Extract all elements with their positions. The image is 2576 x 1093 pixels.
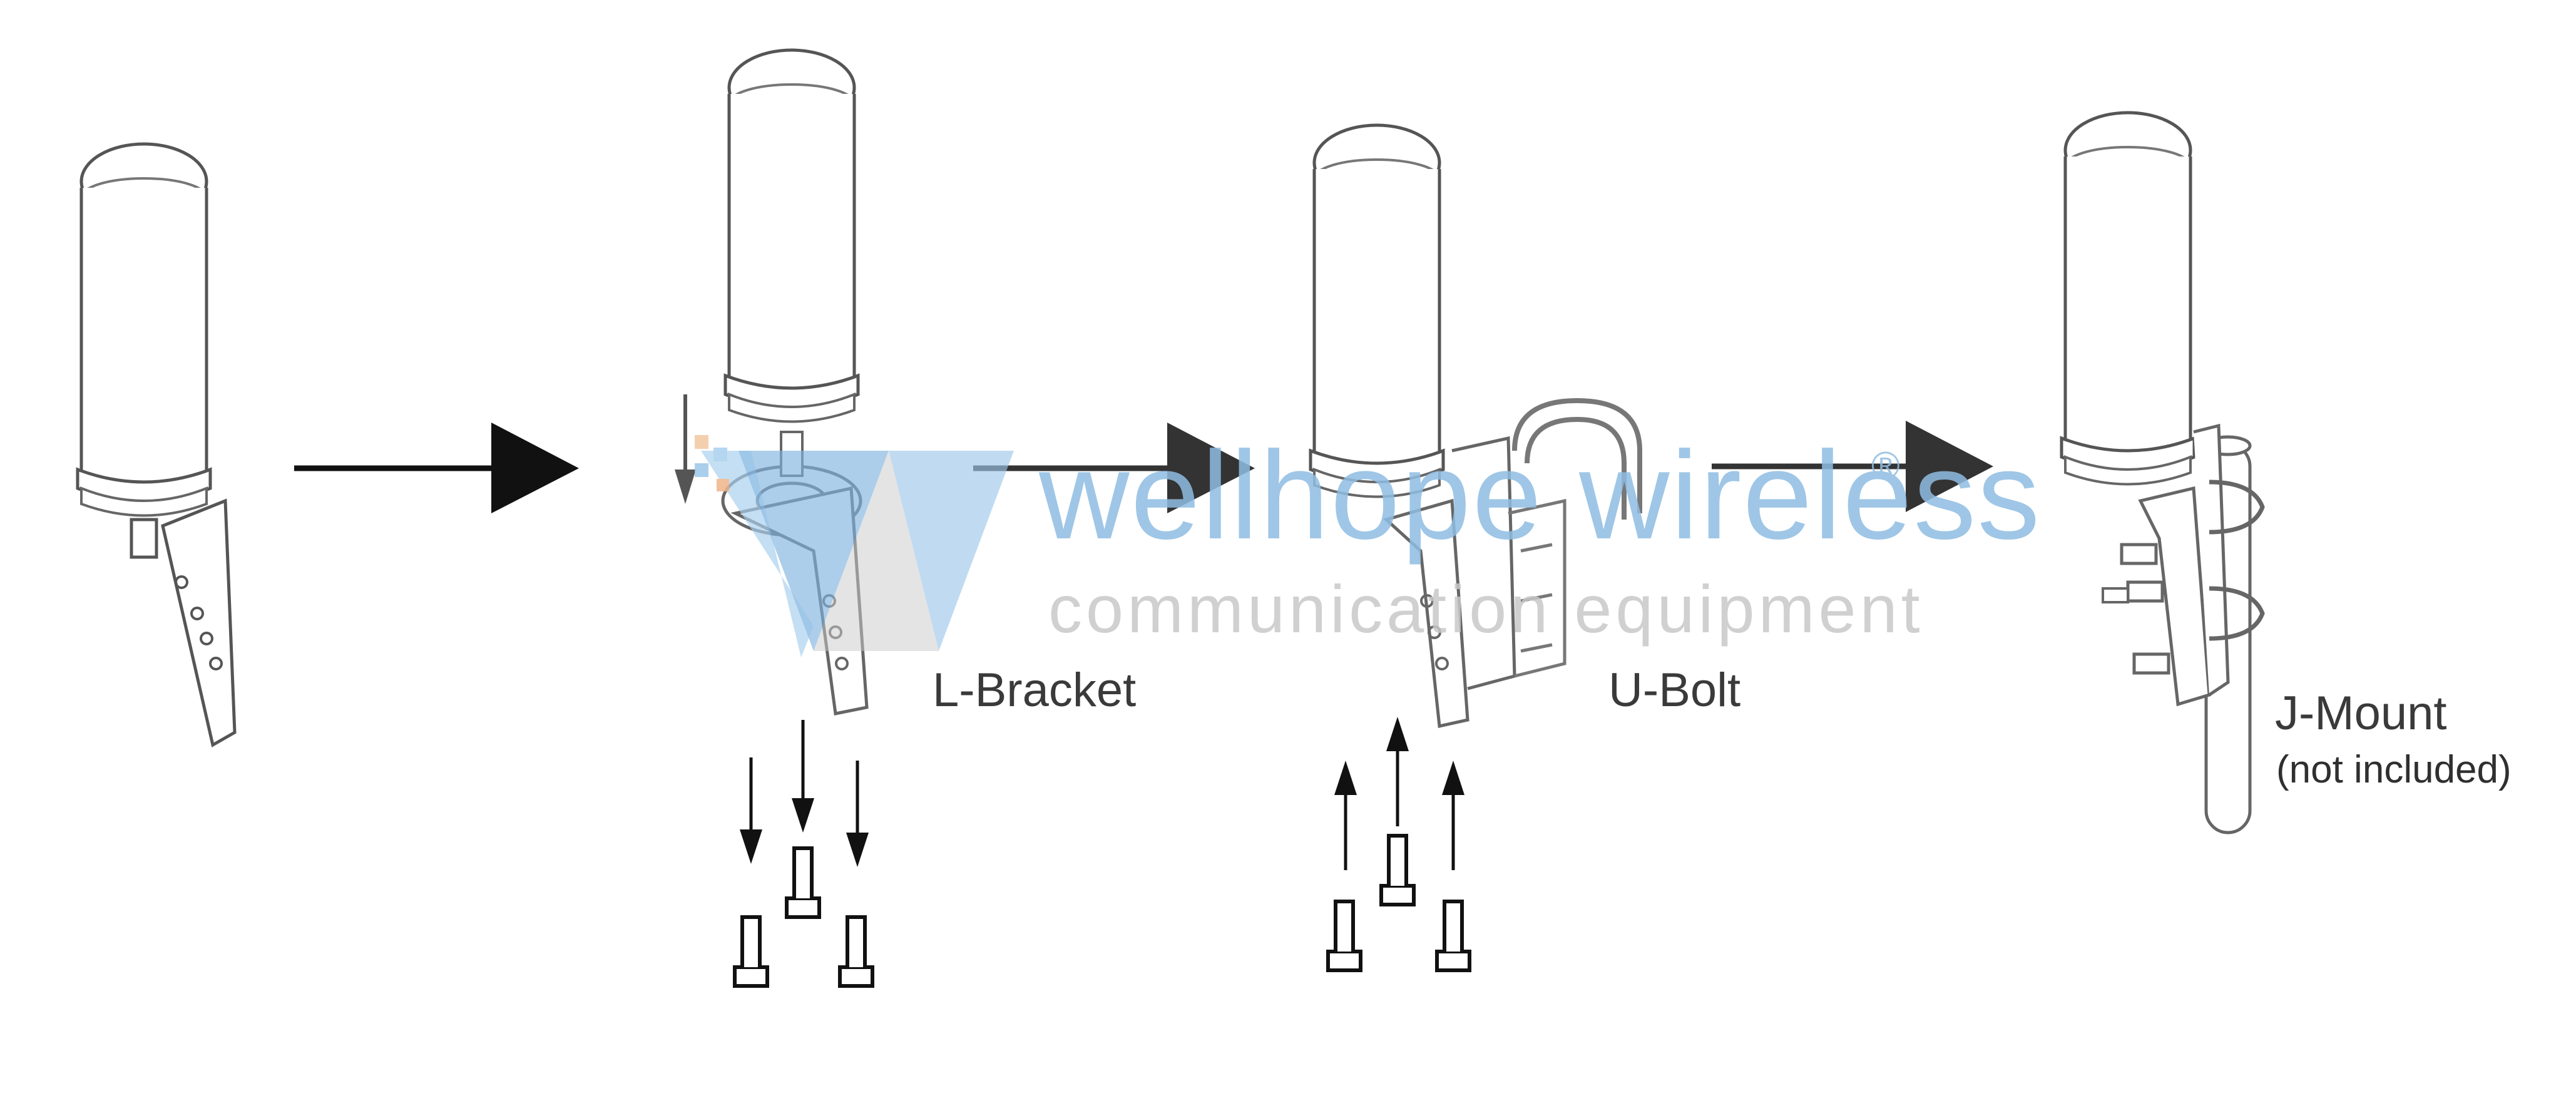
step2-antenna <box>725 50 858 422</box>
watermark-tagline: communication equipment <box>1048 571 1924 647</box>
screw-arrow-up <box>1386 717 1409 826</box>
screw-icon <box>1437 901 1469 970</box>
step1-antenna <box>78 144 237 747</box>
screw-arrow-up <box>1334 761 1357 870</box>
screw-icon <box>1328 901 1361 970</box>
step-arrow-1 <box>294 423 579 513</box>
step-arrow-3 <box>1712 421 1993 512</box>
screw-icon <box>840 917 872 986</box>
l-bracket-screws <box>735 720 872 986</box>
j-mount-illustration <box>2102 423 2265 834</box>
screw-arrow-down <box>792 720 814 833</box>
u-bolt-illustration <box>1383 398 1642 729</box>
j-mount-label: J-Mount <box>2275 687 2447 740</box>
screw-arrow-down <box>846 761 869 867</box>
screw-icon <box>787 848 819 917</box>
watermark-logo-icon <box>695 435 1014 657</box>
watermark-registered: ® <box>1871 444 1900 488</box>
l-bracket-label: L-Bracket <box>933 664 1136 717</box>
screw-icon <box>735 917 767 986</box>
watermark-brand: wellhope wireless <box>1038 426 2041 565</box>
j-mount-note: (not included) <box>2276 748 2512 791</box>
screw-arrow-down <box>740 757 762 864</box>
u-bolt-screws <box>1328 717 1469 970</box>
step4-antenna <box>2062 113 2194 485</box>
screw-icon <box>1381 836 1414 905</box>
down-arrow-connector <box>675 394 696 504</box>
screw-arrow-up <box>1442 761 1464 870</box>
watermark: wellhope wireless ® communication equipm… <box>695 426 2041 657</box>
u-bolt-label: U-Bolt <box>1608 664 1740 717</box>
